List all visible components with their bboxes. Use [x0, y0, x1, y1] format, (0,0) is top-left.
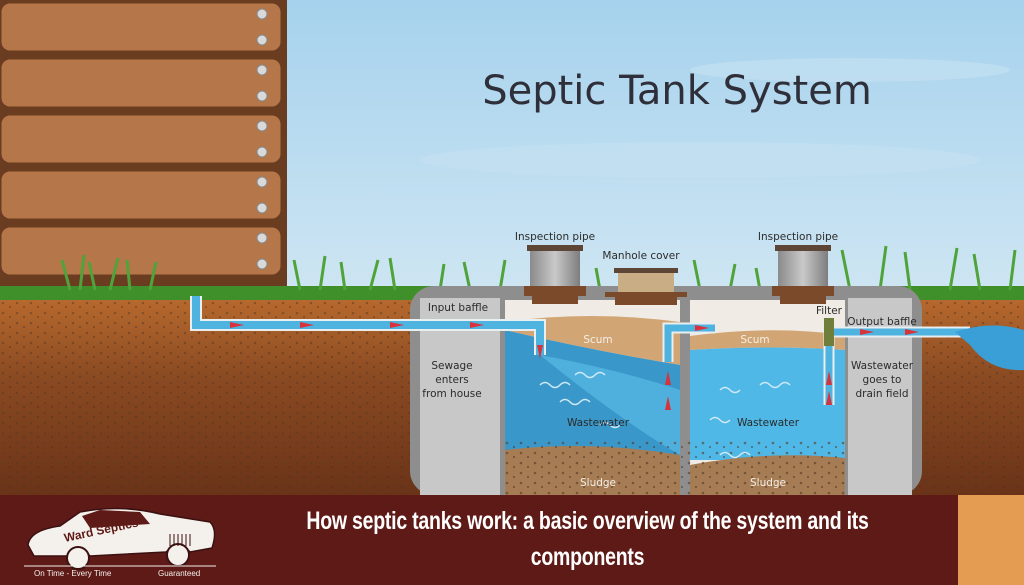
log-wall [0, 0, 287, 290]
label-wastewater-left: Wastewater [567, 417, 630, 429]
svg-text:Guaranteed: Guaranteed [158, 569, 200, 578]
label-inspection-pipe-right: Inspection pipe [758, 231, 838, 243]
septic-diagram: Septic Tank System [0, 0, 1024, 495]
inlet-pipe [190, 296, 546, 355]
inspection-pipe-left [524, 245, 586, 304]
manhole-cover [605, 268, 687, 305]
drain-field-spray [955, 325, 1024, 371]
label-wastewater-right: Wastewater [737, 417, 800, 429]
label-drain-1: Wastewater [851, 360, 914, 372]
label-inspection-pipe-left: Inspection pipe [515, 231, 595, 243]
grass [60, 245, 1017, 291]
label-manhole-cover: Manhole cover [602, 250, 680, 262]
label-scum-right: Scum [740, 334, 769, 346]
label-filter: Filter [816, 305, 843, 317]
svg-text:On Time - Every Time: On Time - Every Time [34, 569, 112, 578]
label-drain-2: goes to [863, 374, 902, 386]
label-sewage-3: from house [422, 388, 481, 400]
label-output-baffle: Output baffle [847, 316, 917, 328]
flow-arrows [230, 322, 919, 410]
label-scum-left: Scum [583, 334, 612, 346]
diagram-title: Septic Tank System [482, 68, 872, 114]
filter [824, 318, 834, 346]
label-drain-3: drain field [856, 388, 909, 400]
label-sludge-right: Sludge [750, 477, 786, 489]
label-sewage-1: Sewage [431, 360, 472, 372]
label-sewage-2: enters [435, 374, 468, 386]
septic-tank [410, 286, 922, 495]
ward-septics-logo: Ward Septics On Time - Every Time Guaran… [24, 507, 216, 578]
caption-text: How septic tanks work: a basic overview … [306, 507, 869, 571]
inspection-pipe-right [772, 245, 834, 304]
label-input-baffle: Input baffle [428, 302, 488, 314]
accent-strip [958, 495, 1024, 585]
label-sludge-left: Sludge [580, 477, 616, 489]
